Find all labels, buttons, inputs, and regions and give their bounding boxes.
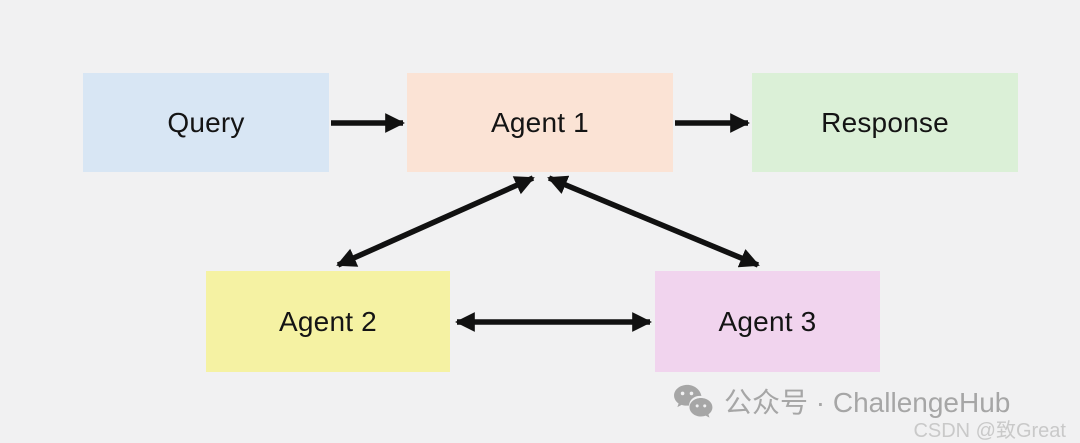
- arrow-agent1-agent2-bidirectional: [336, 175, 535, 268]
- node-response: Response: [752, 73, 1018, 172]
- watermark-line1-text: 公众号 · ChallengeHub: [724, 387, 1011, 418]
- node-agent2-label: Agent 2: [279, 305, 377, 337]
- node-agent3-label: Agent 3: [718, 305, 817, 337]
- arrow-agent1-agent3-bidirectional: [547, 175, 760, 268]
- node-query-label: Query: [167, 106, 245, 138]
- node-agent3: Agent 3: [655, 271, 880, 372]
- wechat-icon: [674, 384, 713, 418]
- node-response-label: Response: [821, 106, 949, 138]
- node-query: Query: [83, 73, 329, 172]
- node-agent1: Agent 1: [407, 73, 673, 172]
- node-agent2: Agent 2: [206, 271, 450, 372]
- watermark: 公众号 · ChallengeHub: [672, 381, 1010, 421]
- node-agent1-label: Agent 1: [491, 106, 589, 138]
- watermark-csdn: CSDN @致Great: [913, 420, 1066, 442]
